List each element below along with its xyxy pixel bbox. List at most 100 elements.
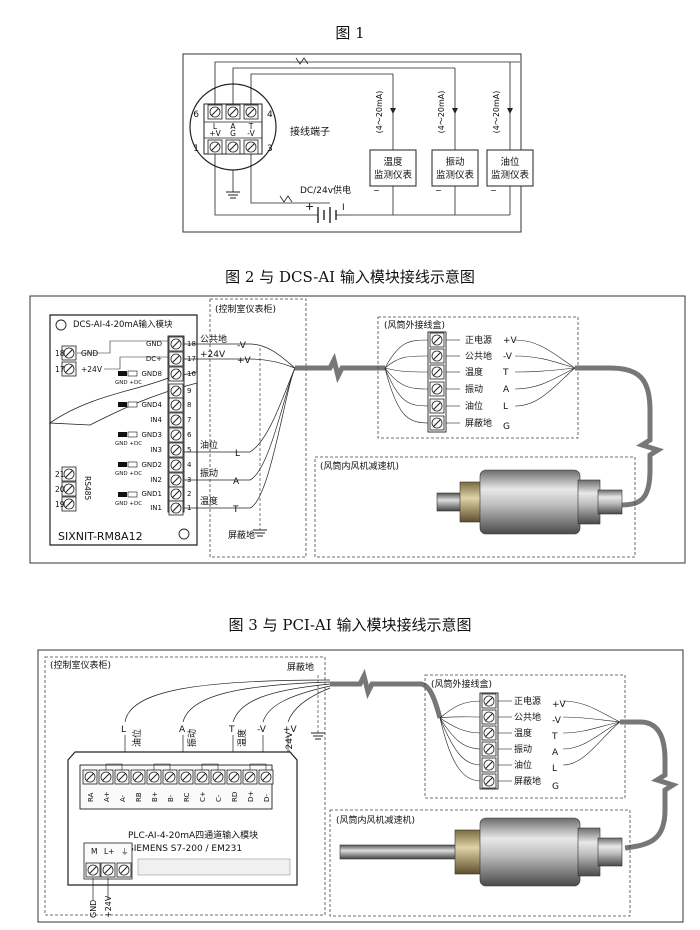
dcs-row-label-10: IN2 (150, 476, 162, 484)
pin-A: A (230, 122, 236, 131)
plc-jbox-sym-2: -V (552, 716, 562, 726)
dcs-wire-sym-3: L (235, 449, 240, 459)
rs485-label: RS485 (83, 476, 92, 501)
left-term-label-gnd: GND (81, 349, 98, 358)
dcs-cable-main (295, 352, 385, 384)
plc-term-10: RD (231, 792, 239, 802)
dcs-row-label-6: IN4 (150, 416, 162, 424)
fig2-junction-label: (风筒外接线盒) (384, 319, 445, 331)
svg-text:I: I (342, 203, 345, 213)
dcs-module-board (49, 314, 198, 546)
plc-power-ground: ⏚ (121, 847, 129, 856)
dip-switches: GND +DC GND +DC GND +DC GND +DC (115, 370, 142, 507)
fig3-junction-label: (风筒外接线盒) (431, 678, 492, 690)
rs485-num-21: 21 (55, 470, 65, 479)
dcs-wire-cn-3: 油位 (200, 439, 218, 451)
switch-label-2: GND +DC (115, 441, 142, 447)
pin-g: G (230, 129, 236, 138)
fig2-motor-label: (风筒内风机减速机) (320, 460, 399, 472)
dcs-row-num-7: 6 (187, 431, 192, 439)
dcs-row-num-8: 5 (187, 446, 191, 454)
dcs-wire-cn-4: 振动 (200, 467, 218, 479)
left-term-label-24v: +24V (81, 365, 103, 374)
fig2-caption: 图 2 与 DCS-AI 输入模块接线示意图 (225, 268, 475, 286)
dcs-sensor-probe (436, 469, 623, 535)
meter-vibration: 振动 监测仪表 (431, 149, 479, 187)
plc-jbox-cn-1: 正电源 (514, 695, 541, 707)
fig1-caption: 图 1 (335, 24, 365, 42)
pin-L: L (213, 122, 218, 131)
plc-term-6: B- (167, 794, 175, 802)
plc-jbox-cn-5: 油位 (514, 759, 532, 771)
pin-num-4: 4 (267, 110, 273, 120)
pin-T: T (248, 122, 254, 131)
fig3-motor-label: (风筒内风机减速机) (336, 814, 415, 826)
dcs-wire-cn-1: 公共地 (200, 333, 227, 345)
meter-temp-line1: 温度 (383, 156, 403, 168)
plc-term-3: A- (119, 794, 127, 802)
figure-3: (控制室仪表柜) 屏蔽地 L A T -V +V 油位 振动 温度 +24V (37, 649, 684, 923)
plc-jbox-cn-3: 温度 (514, 727, 532, 739)
current-label-3: (4～20mA) (492, 91, 501, 134)
figure-2: (控制室仪表柜) DCS-AI-4-20mA输入模块 SIXNIT-RM8A12… (29, 295, 686, 564)
plc-group-24v: +24V (285, 731, 295, 757)
plc-term-4: RB (135, 792, 143, 802)
plc-sensor-probe (339, 817, 623, 887)
svg-text:+: + (305, 200, 314, 213)
plc-cable-to-motor (620, 719, 679, 851)
meter-vib-line2: 监测仪表 (436, 169, 475, 181)
switch-label-1: GND +DC (115, 380, 142, 386)
dcs-module-title: DCS-AI-4-20mA输入模块 (73, 319, 173, 330)
plc-module-title: PLC-AI-4-20mA四通道输入模块 (128, 829, 258, 841)
dcs-wire-sym-5: T (232, 505, 239, 515)
dcs-jbox-sym-4: A (503, 385, 510, 395)
dcs-jbox-sym-6: G (503, 422, 510, 432)
dcs-row-label-11: GND1 (141, 490, 162, 498)
dcs-jbox-cn-2: 公共地 (465, 350, 492, 362)
pin-num-6: 6 (193, 110, 199, 120)
dcs-wire-sym-2: +V (237, 356, 252, 366)
dcs-row-label-1: GND (146, 340, 162, 348)
meter-temp-line2: 监测仪表 (374, 169, 413, 181)
dcs-jbox-cn-4: 振动 (465, 383, 483, 395)
pin-num-3: 3 (267, 144, 273, 154)
dcs-row-label-3: GND8 (141, 370, 162, 378)
switch-label-4: GND +DC (115, 501, 142, 507)
plc-sym-A: A (179, 725, 186, 735)
plc-sym-L: L (121, 725, 126, 735)
plc-power-label-24v: +24V (104, 895, 113, 918)
dcs-row-num-3: 16 (187, 370, 196, 378)
svg-text:−: − (373, 186, 380, 195)
plc-group-oil: 油位 (131, 729, 143, 747)
plc-jbox-cn-6: 屏蔽地 (514, 775, 541, 787)
plc-jbox-sym-5: L (552, 764, 557, 774)
svg-text:−: − (435, 186, 442, 195)
plc-term-7: RC (183, 792, 191, 802)
current-label-1: (4～20mA) (375, 91, 384, 134)
dcs-row-label-2: DC+ (146, 355, 162, 363)
plc-group-vib: 振动 (186, 729, 198, 747)
current-label-2: (4～20mA) (437, 91, 446, 134)
plc-term-8: C+ (199, 791, 207, 802)
plc-jbox-cn-2: 公共地 (514, 711, 541, 723)
dcs-row-label-12: IN1 (150, 504, 162, 512)
fig3-cabinet-label: (控制室仪表柜) (50, 659, 111, 671)
rs485-num-20: 20 (55, 485, 65, 494)
dcs-row-label-9: GND2 (141, 461, 162, 469)
dcs-row-label-8: IN3 (150, 446, 162, 454)
meter-oil-line2: 监测仪表 (491, 169, 530, 181)
dcs-cable-to-motor (575, 365, 664, 508)
dcs-jbox-sym-1: +V (503, 336, 518, 346)
dcs-jbox-cn-3: 温度 (465, 366, 483, 378)
meter-oil-line1: 油位 (500, 156, 520, 168)
pin-plus-v: +V (209, 129, 221, 138)
switch-label-3: GND +DC (115, 471, 142, 477)
dcs-wire-cn-2: +24V (200, 350, 226, 360)
fig3-caption: 图 3 与 PCI-AI 输入模块接线示意图 (228, 616, 472, 634)
dcs-jbox-cn-5: 油位 (465, 400, 483, 412)
plc-sym-minus-v: -V (257, 725, 267, 735)
supply-label: DC/24v供电 (300, 184, 351, 196)
meter-temperature: 温度 监测仪表 (369, 149, 417, 187)
dcs-wire-cn-5: 温度 (200, 495, 218, 507)
